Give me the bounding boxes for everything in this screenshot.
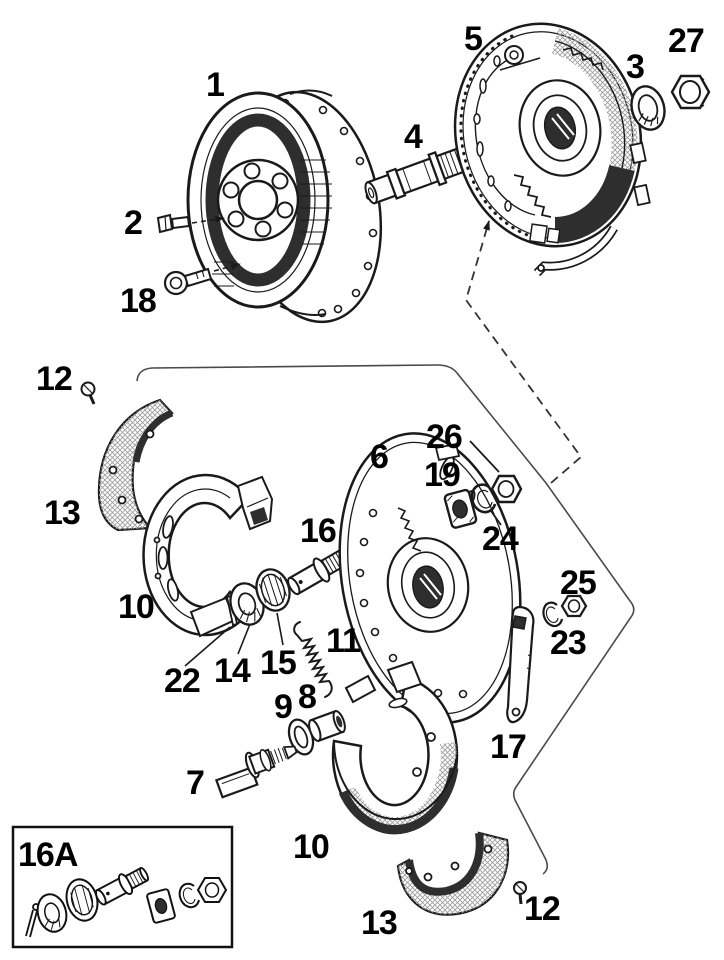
part-spring-washer-23 bbox=[542, 601, 564, 628]
callout-13-upper: 13 bbox=[44, 494, 81, 532]
part-bolt-2 bbox=[156, 213, 225, 234]
part-nut-25 bbox=[560, 594, 588, 618]
callout-18: 18 bbox=[120, 282, 157, 320]
inset-box-16a bbox=[11, 825, 234, 949]
callout-15: 15 bbox=[260, 644, 297, 682]
part-screw-12-upper bbox=[80, 381, 96, 405]
callout-10-upper: 10 bbox=[118, 588, 155, 626]
drum-speed-lines bbox=[212, 159, 332, 287]
part-lining-13-lower bbox=[396, 831, 510, 916]
drum-lug-bolts bbox=[222, 162, 294, 238]
callout-14: 14 bbox=[214, 652, 251, 690]
lining-shadow-band bbox=[554, 164, 635, 243]
callout-12-lower: 12 bbox=[524, 890, 561, 928]
callout-4: 4 bbox=[404, 118, 423, 156]
assembly-leader-arrow bbox=[465, 220, 583, 484]
part-ring-15 bbox=[255, 568, 291, 646]
callout-26: 26 bbox=[426, 418, 463, 456]
callout-16: 16 bbox=[300, 512, 337, 550]
callout-16a: 16A bbox=[18, 836, 78, 874]
callout-12-upper: 12 bbox=[36, 360, 73, 398]
part-nut-27 bbox=[670, 74, 711, 110]
part-shoe-10-upper bbox=[142, 473, 274, 638]
callout-19: 19 bbox=[424, 456, 461, 494]
callout-1: 1 bbox=[206, 66, 225, 104]
callout-8: 8 bbox=[298, 678, 317, 716]
part-cam-plate-19 bbox=[443, 488, 478, 529]
kit-pin bbox=[94, 866, 149, 906]
callout-6: 6 bbox=[370, 438, 389, 476]
part-lever-17 bbox=[506, 605, 535, 724]
callout-11: 11 bbox=[326, 622, 361, 660]
part-screw-12-lower bbox=[513, 881, 527, 905]
callout-23: 23 bbox=[550, 624, 587, 662]
callout-7: 7 bbox=[186, 764, 205, 802]
kit-nut bbox=[196, 877, 228, 903]
part-bolt-18 bbox=[163, 262, 241, 296]
part-bearing-3 bbox=[630, 85, 666, 131]
part-spring-washer-24 bbox=[470, 483, 502, 526]
callout-3: 3 bbox=[626, 48, 645, 86]
part-adjuster-7 bbox=[214, 745, 298, 799]
part-bearing-14 bbox=[229, 582, 265, 655]
callout-13-lower: 13 bbox=[361, 904, 398, 942]
upper-spring bbox=[562, 47, 604, 71]
callout-22: 22 bbox=[164, 662, 201, 700]
lower-spring bbox=[513, 174, 552, 218]
callout-9: 9 bbox=[274, 688, 293, 726]
part-shoe-10-lower bbox=[331, 660, 459, 835]
part-brake-drum bbox=[186, 89, 383, 324]
shoe-holes bbox=[473, 55, 512, 212]
kit-plate bbox=[146, 888, 176, 924]
kit-spring-washer bbox=[178, 882, 200, 909]
part-spring-11 bbox=[293, 621, 333, 698]
part-lining-13-upper bbox=[97, 398, 174, 532]
part-nut-26 bbox=[469, 440, 523, 504]
group-outline bbox=[136, 364, 635, 875]
callout-5: 5 bbox=[464, 20, 483, 58]
rim-rivet-dots bbox=[459, 34, 535, 239]
callout-27: 27 bbox=[668, 22, 705, 60]
callout-25: 25 bbox=[560, 564, 597, 602]
callout-2: 2 bbox=[124, 204, 143, 242]
callout-17: 17 bbox=[490, 728, 527, 766]
callout-10-lower: 10 bbox=[293, 828, 330, 866]
kit-bearing-small bbox=[36, 893, 68, 933]
callout-24: 24 bbox=[482, 520, 519, 558]
part-sleeve-8 bbox=[308, 709, 346, 743]
